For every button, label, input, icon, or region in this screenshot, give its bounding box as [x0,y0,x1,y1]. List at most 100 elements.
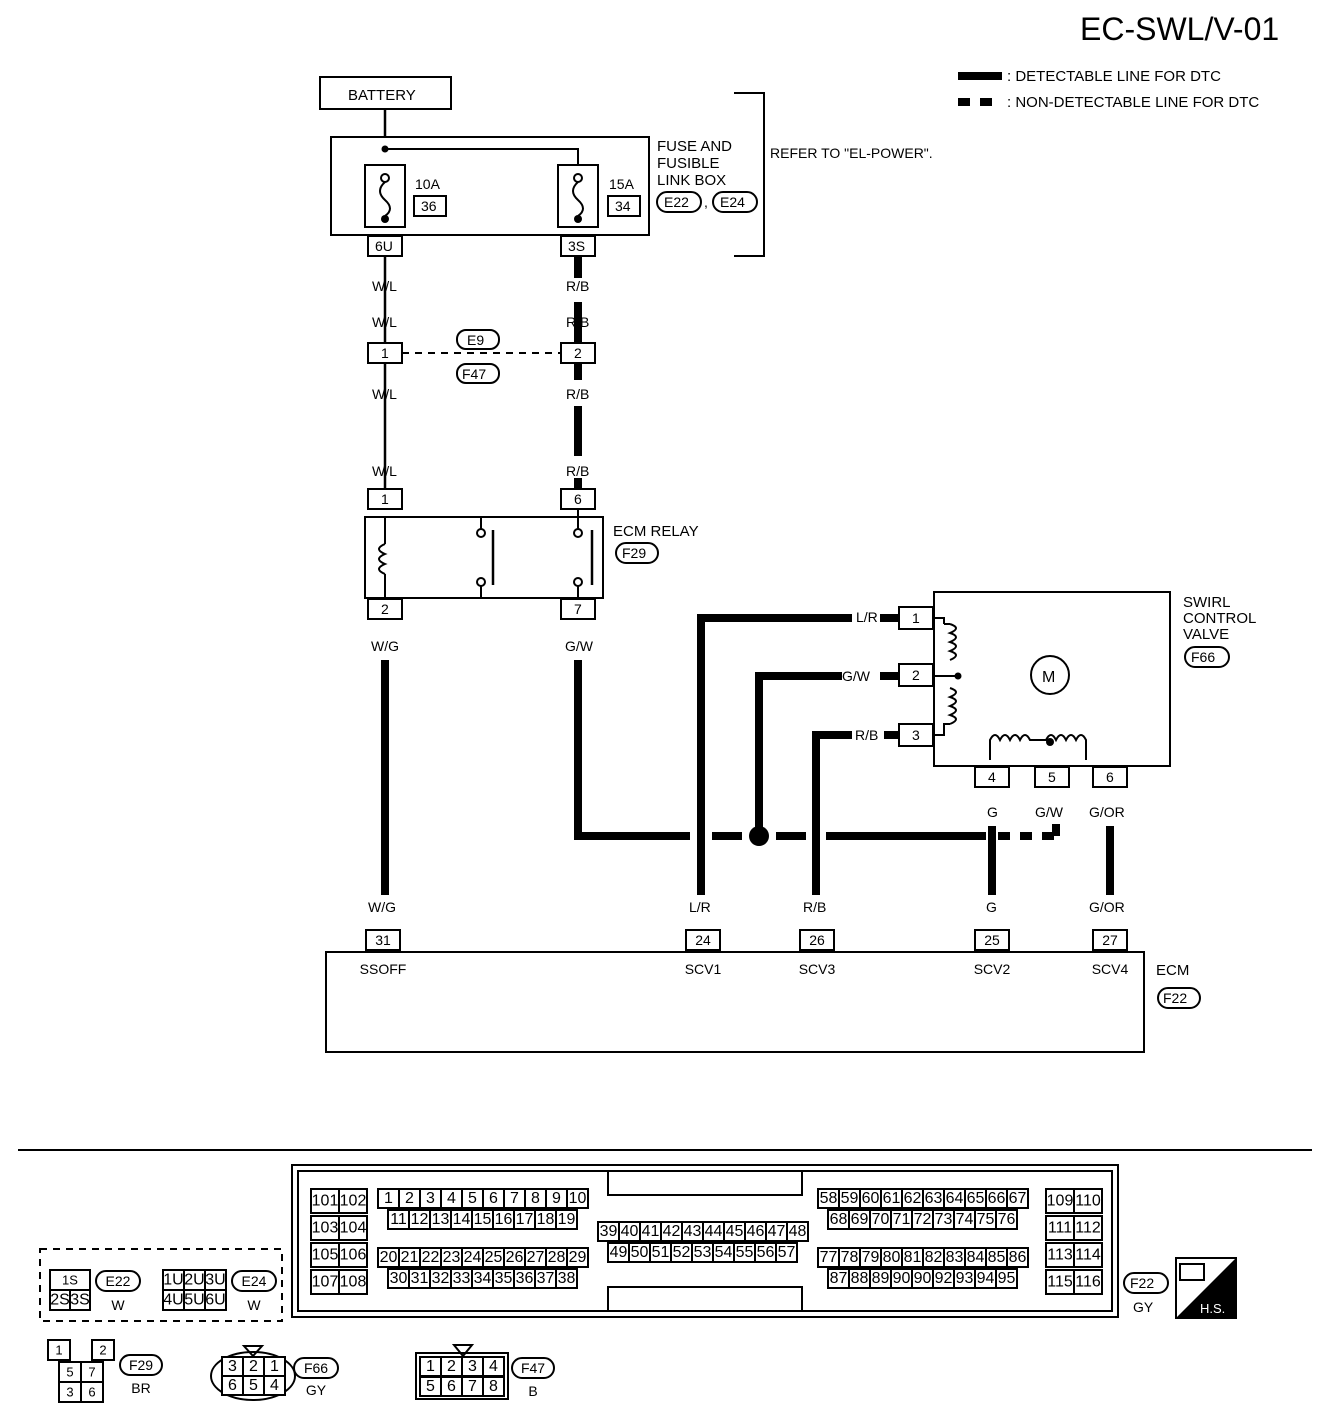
valve-pin-4 [974,766,1010,788]
relay-conn: F29 [622,545,646,561]
pin-label: 5 [468,1190,477,1207]
battery: BATTERY [319,76,452,110]
pin-cell [555,1268,578,1289]
refer-bracket [734,92,765,257]
fuse-pin-right-label: 3S [568,238,585,254]
ecm-conn-oval [1157,987,1201,1009]
pin-label: 9 [552,1190,561,1207]
joint-pin-right-label: 2 [574,345,582,361]
pin-label: 6 [88,1385,95,1400]
f22-color: GY [1133,1299,1154,1315]
valve-pin-5 [1034,766,1070,788]
wire-gor-valve: G/OR [1089,804,1125,820]
f66-id-oval [293,1357,339,1379]
wire-wl-1: W/L [372,278,397,294]
pin-label: 37 [537,1270,555,1287]
pin-label: 7 [88,1365,95,1380]
pin-label: 75 [977,1211,995,1228]
relay-pin-6-label: 6 [574,491,582,507]
pin-label: 69 [851,1211,869,1228]
pin-cell [1006,1188,1029,1209]
relay-label: ECM RELAY [613,523,699,540]
fuse-box-comma: , [704,194,708,210]
page-code: EC-SWL/V-01 [1080,11,1279,47]
fuse-left-rating: 10A [415,176,441,192]
pin-label: 30 [390,1270,408,1287]
pin-label: 7 [468,1378,477,1395]
pin-label: 5 [426,1378,435,1395]
pin-cell [1073,1215,1103,1241]
pin-label: 88 [851,1270,869,1287]
e24-color: W [247,1297,261,1313]
pin-cell [204,1289,227,1311]
pin-cell [1006,1247,1029,1268]
pin-label: 1S [62,1273,78,1288]
relay-pin-2-label: 2 [381,601,389,617]
pin-label: 38 [558,1270,576,1287]
pin-label: 62 [904,1190,922,1207]
pin-label: 25 [485,1249,503,1266]
pin-label: 4 [270,1377,279,1394]
pin-label: 12 [411,1211,429,1228]
pin-cell [310,1269,340,1295]
valve-pin-6 [1092,766,1128,788]
pin-cell [482,1376,505,1397]
pin-cell [995,1268,1018,1289]
f66-id: F66 [304,1360,328,1376]
pin-label: 76 [998,1211,1016,1228]
pin-label: 32 [432,1270,450,1287]
pin-cell [1073,1188,1103,1214]
f22-key-top [607,1170,803,1196]
fuse-left-number: 36 [421,198,437,214]
pin-cell [775,1242,798,1263]
pin-label: 29 [569,1249,587,1266]
e22-color: W [111,1297,125,1313]
pin-label: 28 [548,1249,566,1266]
pin-label: 49 [610,1244,628,1261]
pin-cell [310,1215,340,1241]
pin-cell [995,1209,1018,1230]
pin-label: 84 [967,1249,985,1266]
pin-label: 81 [904,1249,922,1266]
pin-cell [685,929,721,951]
fuse-box-conn-a-oval [656,191,702,213]
pin-label: 26 [506,1249,524,1266]
pin-label: 4 [489,1358,498,1375]
e22-id-oval [95,1270,141,1292]
pin-label: 78 [841,1249,859,1266]
pin-label: 74 [956,1211,974,1228]
pin-label: 101 [312,1192,339,1209]
pin-cell [338,1242,368,1268]
ecm-body [325,951,1145,1053]
pin-label: 48 [789,1223,807,1240]
ecm-label: ECM [1156,962,1189,979]
pin-label: 63 [925,1190,943,1207]
pin-label: 71 [893,1211,911,1228]
pin-label: 2S [50,1291,70,1308]
pin-label: 2 [99,1343,106,1358]
pin-cell [1045,1242,1075,1268]
valve-pin-5-label: 5 [1048,769,1056,785]
pin-label: 56 [757,1244,775,1261]
wire-rb-3: R/B [566,386,589,402]
pin-label: 112 [1075,1219,1101,1236]
f22-id-oval [1123,1272,1169,1294]
pin-label: 116 [1075,1273,1101,1290]
pin-label: 102 [340,1192,367,1209]
f22-key-bottom [607,1286,803,1312]
pin-cell [786,1221,809,1242]
wire-rb-2: R/B [566,314,589,330]
pin-label: 87 [830,1270,848,1287]
wire-wg-2: W/G [368,899,396,915]
pin-label: 105 [312,1246,339,1263]
joint-e9-oval [456,329,500,350]
pin-label: 1 [55,1343,62,1358]
pin-label: 2 [249,1358,258,1375]
pin-label: 92 [935,1270,953,1287]
pin-label: 1U [163,1271,183,1288]
swirl-control-valve: 1 2 3 M 4 5 6 SWIRL CONTROL VALVE F66 [898,591,1256,788]
pin-label: 26 [809,932,825,948]
